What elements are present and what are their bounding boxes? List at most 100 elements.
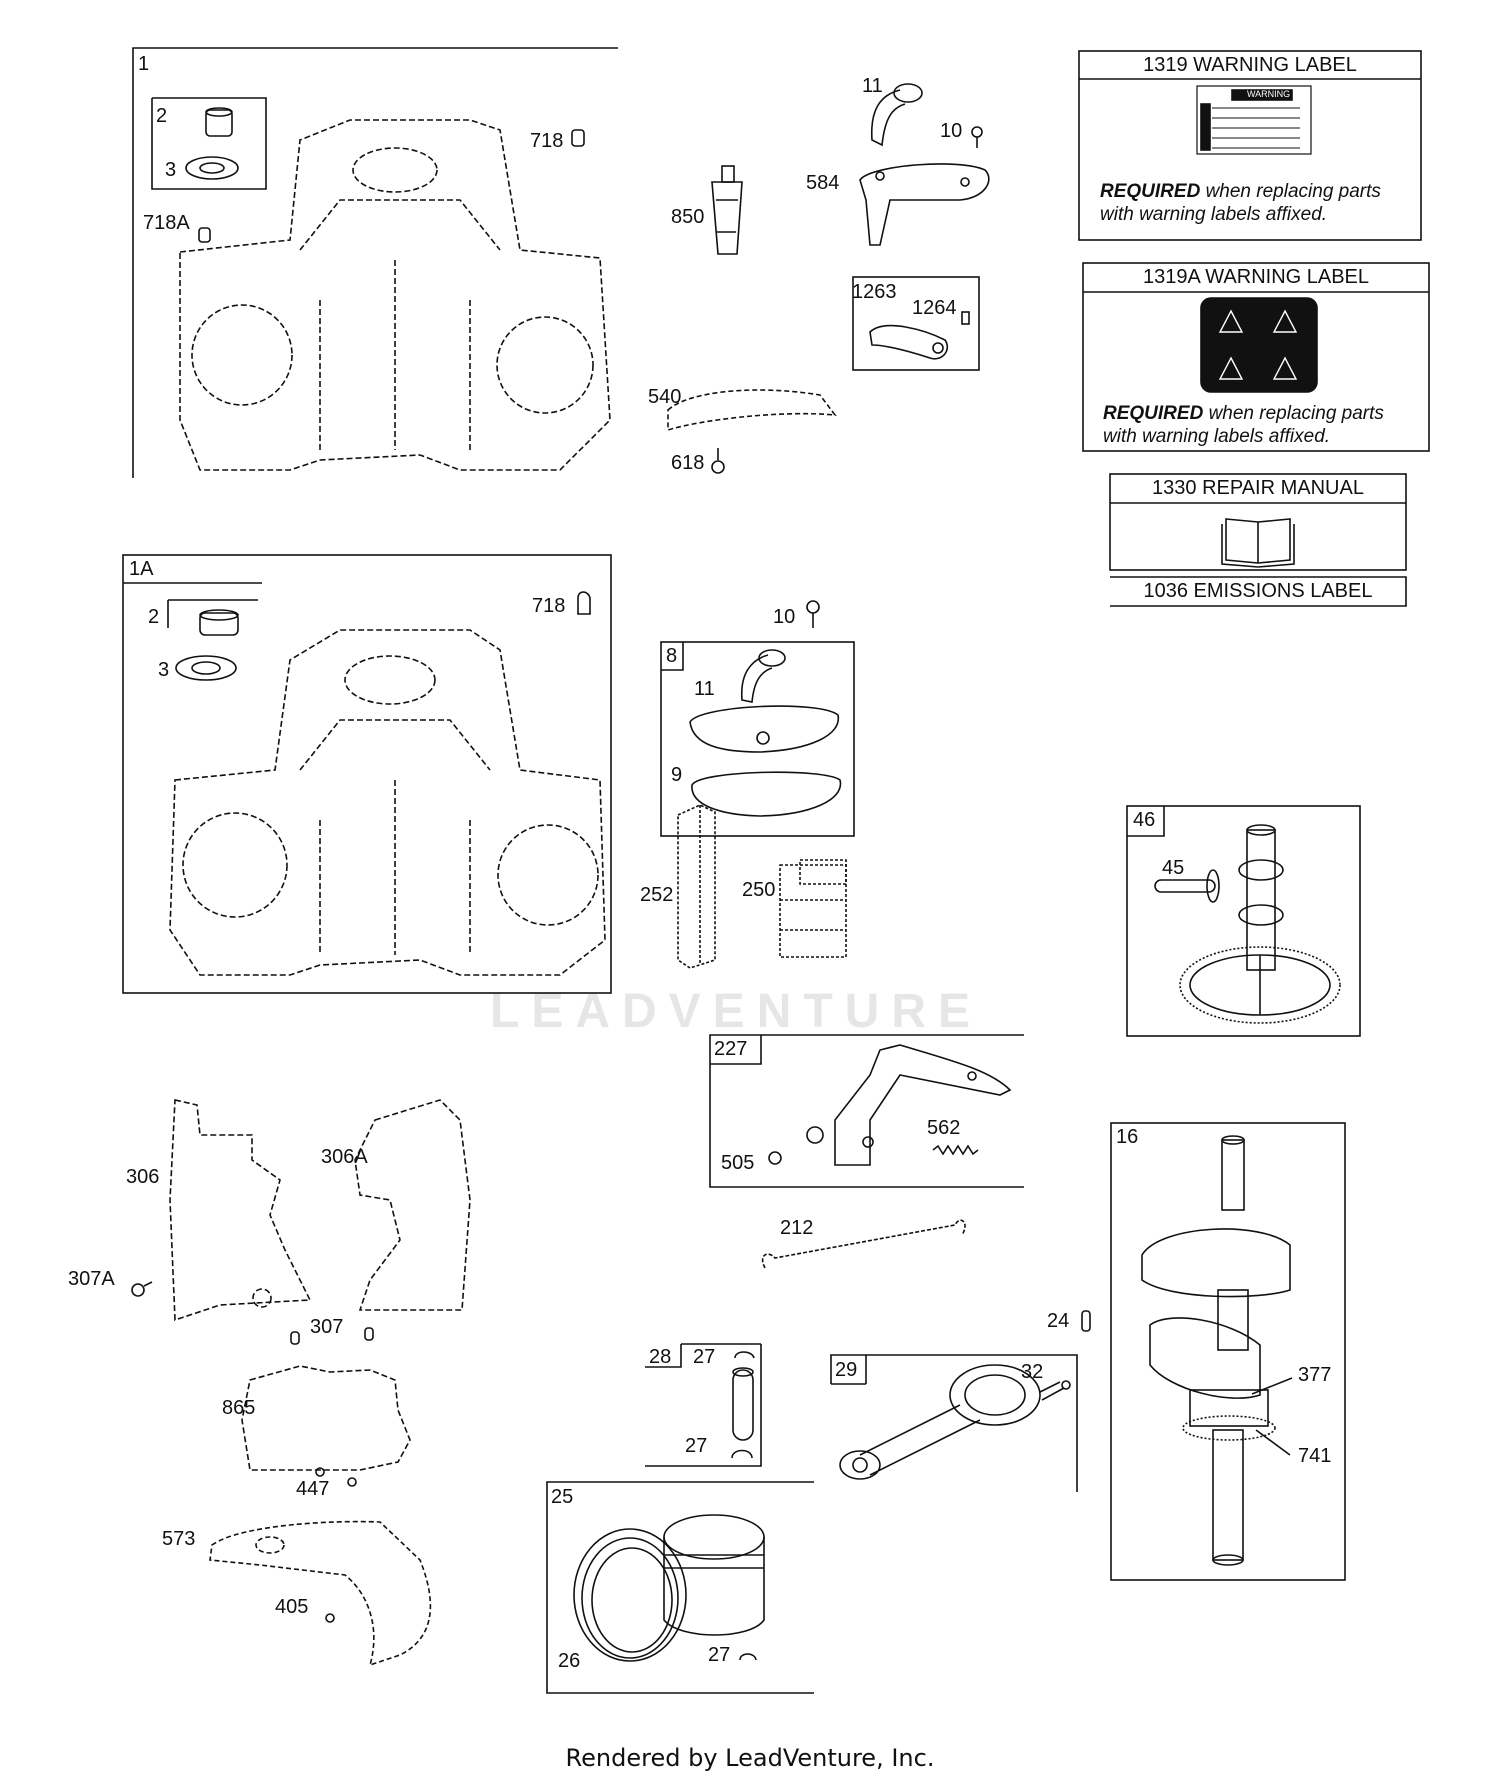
callout-212: 212 (780, 1217, 814, 1239)
callout-16: 16 (1116, 1126, 1139, 1148)
callout-573: 573 (162, 1528, 196, 1550)
filter-element-252 (677, 804, 716, 969)
callout-306A: 306A (321, 1146, 368, 1168)
callout-718: 718 (530, 130, 564, 152)
box-1263-frame (852, 276, 980, 371)
clip-27c (739, 1653, 757, 1661)
callout-718A: 718A (143, 212, 190, 234)
callout-24: 24 (1047, 1310, 1070, 1332)
callout-3b: 3 (158, 659, 170, 681)
piston-rings-26 (573, 1528, 687, 1662)
warning-sticker-1319a (1200, 297, 1318, 393)
box-29-frame (830, 1354, 1078, 1492)
callout-27c: 27 (708, 1644, 731, 1666)
callout-227: 227 (714, 1038, 748, 1060)
governor-lever-227 (834, 1044, 1012, 1166)
pin-718b (577, 591, 591, 615)
callout-307A: 307A (68, 1268, 115, 1290)
box-25-frame (546, 1481, 814, 1694)
footer-credit: Rendered by LeadVenture, Inc. (565, 1744, 935, 1772)
screw-447 (315, 1467, 357, 1487)
box-8-frame (660, 641, 855, 837)
box-16-frame (1110, 1122, 1346, 1581)
callout-27-lower: 27 (685, 1435, 708, 1457)
callout-25: 25 (551, 1486, 574, 1508)
screw-1264 (961, 311, 970, 325)
warning-label-1319a-title: 1319A WARNING LABEL (1142, 266, 1370, 288)
shaft-pin-45 (1154, 869, 1220, 903)
seal-part-3a (185, 156, 239, 180)
callout-865: 865 (222, 1397, 256, 1419)
crankshaft-16 (1141, 1135, 1291, 1566)
breather-plate-584 (859, 163, 990, 246)
callout-1A: 1A (129, 558, 154, 580)
callout-29: 29 (835, 1359, 858, 1381)
baffle-865 (241, 1365, 411, 1471)
breather-tube-11b (741, 649, 786, 703)
screw-307A (131, 1281, 153, 1297)
spring-562 (932, 1144, 979, 1156)
breather-cover-8 (689, 705, 840, 753)
callout-252: 252 (640, 884, 674, 906)
box-1a-frame (122, 554, 612, 994)
callout-405: 405 (275, 1596, 309, 1618)
callout-8: 8 (666, 645, 678, 667)
key-24 (1081, 1310, 1091, 1332)
cylinder-shroud-306 (169, 1099, 312, 1322)
callout-1: 1 (138, 53, 150, 75)
required-rest-1319-line2: with warning labels affixed. (1100, 204, 1328, 225)
required-bold-1319a: REQUIRED (1103, 403, 1204, 424)
box-1319a-frame (1082, 262, 1430, 452)
callout-447: 447 (296, 1478, 330, 1500)
callout-9: 9 (671, 764, 683, 786)
callout-1263: 1263 (852, 281, 897, 303)
callout-618: 618 (671, 452, 705, 474)
required-rest-1319a-line2: with warning labels affixed. (1103, 426, 1331, 447)
emissions-label-title: 1036 EMISSIONS LABEL (1143, 580, 1373, 602)
box-227-frame (709, 1034, 1024, 1188)
callout-32: 32 (1021, 1361, 1044, 1383)
watermark: LEADVENTURE (490, 985, 983, 1038)
leader-741 (1255, 1429, 1291, 1456)
callout-250: 250 (742, 879, 776, 901)
required-note-1319a: REQUIRED when replacing parts with warni… (1103, 402, 1384, 448)
filter-media-250 (779, 859, 847, 958)
piston-25 (663, 1514, 765, 1636)
cylinder-shroud-306a (354, 1099, 471, 1311)
callout-562: 562 (927, 1117, 961, 1139)
box-28-frame (645, 1343, 762, 1467)
manual-book-icon (1221, 518, 1295, 568)
gasket-1263 (869, 324, 949, 360)
callout-540: 540 (648, 386, 682, 408)
leader-377 (1251, 1377, 1293, 1395)
seal-part-3b (175, 655, 237, 681)
callout-45: 45 (1162, 857, 1185, 879)
required-rest-1319-line1: when replacing parts (1200, 181, 1381, 202)
box-1-frame (132, 47, 618, 478)
clip-27-bottom (731, 1449, 753, 1459)
gasket-540 (667, 389, 837, 432)
gasket-9 (691, 771, 842, 817)
callout-46: 46 (1133, 809, 1156, 831)
screw-618 (711, 448, 725, 474)
bracket-573 (209, 1520, 432, 1667)
callout-28: 28 (649, 1346, 672, 1368)
required-bold-1319: REQUIRED (1100, 181, 1201, 202)
callout-584: 584 (806, 172, 840, 194)
callout-307: 307 (310, 1316, 344, 1338)
sealant-tube-850 (711, 165, 743, 255)
warning-label-1319-title: 1319 WARNING LABEL (1143, 54, 1357, 76)
callout-850: 850 (671, 206, 705, 228)
callout-505: 505 (721, 1152, 755, 1174)
screw-405 (325, 1613, 335, 1623)
callout-377: 377 (1298, 1364, 1332, 1386)
connecting-rod-29 (839, 1364, 1041, 1480)
clip-27-top (734, 1351, 755, 1359)
callout-3: 3 (165, 159, 177, 181)
warning-sticker-1319 (1196, 85, 1312, 155)
required-note-1319: REQUIRED when replacing parts with warni… (1100, 180, 1381, 226)
screw-10a (971, 126, 983, 148)
bushing-part-2a (205, 107, 233, 137)
